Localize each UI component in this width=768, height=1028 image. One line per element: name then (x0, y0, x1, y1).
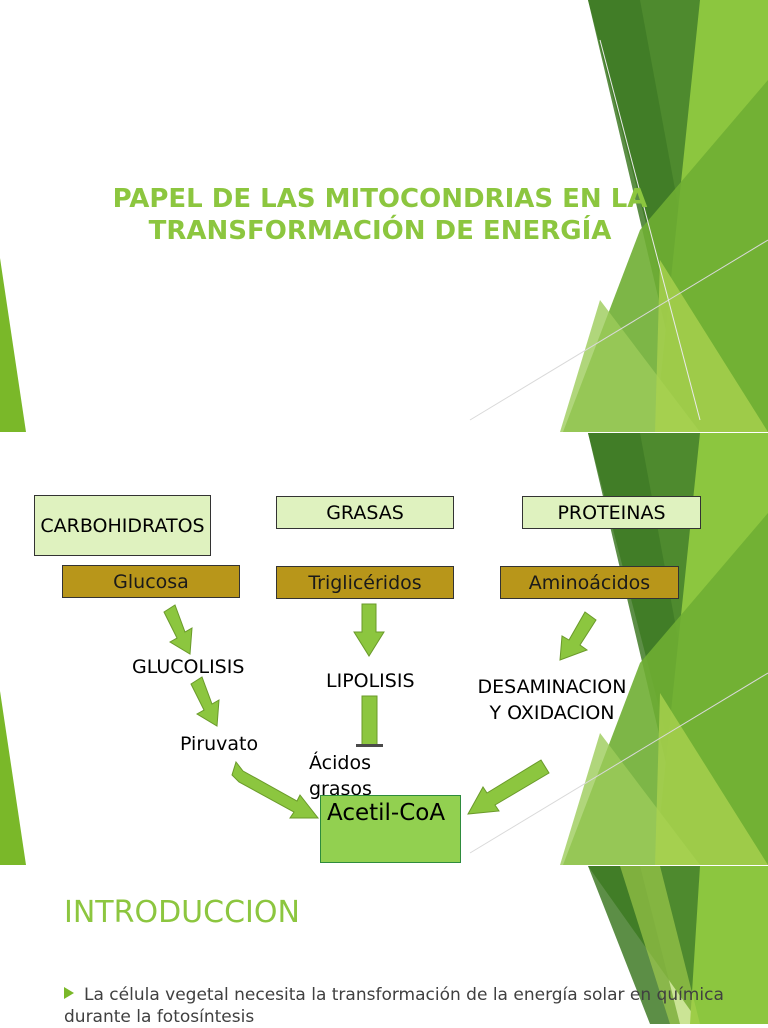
category-proteinas: PROTEINAS (522, 496, 701, 529)
green-facet-decoration (0, 0, 768, 432)
category-carbohidratos-label: CARBOHIDRATOS (40, 514, 205, 537)
process-lipolisis: LIPOLISIS (326, 670, 415, 692)
title-slide: PAPEL DE LAS MITOCONDRIAS EN LA TRANSFOR… (0, 0, 768, 432)
molecule-glucosa: Glucosa (62, 565, 240, 598)
green-facet-decoration (0, 433, 768, 865)
molecule-trigliceridos-label: Triglicéridos (308, 571, 422, 594)
green-facet-decoration (588, 866, 768, 1024)
intermediate-acidos-grasos: Ácidos grasos (309, 752, 372, 800)
process-desaminacion: DESAMINACION Y OXIDACION (477, 676, 627, 724)
category-carbohidratos: CARBOHIDRATOS (34, 495, 211, 556)
process-glucolisis: GLUCOLISIS (132, 656, 245, 678)
intro-bullet: La célula vegetal necesita la transforma… (64, 984, 734, 1028)
product-acetil-coa: Acetil-CoA (320, 795, 461, 863)
product-acetil-coa-label: Acetil-CoA (327, 800, 446, 826)
category-grasas: GRASAS (276, 496, 454, 529)
molecule-glucosa-label: Glucosa (113, 570, 189, 593)
intro-bullet-text: La célula vegetal necesita la transforma… (64, 985, 724, 1027)
molecule-aminoacidos-label: Aminoácidos (528, 571, 651, 594)
intro-slide (0, 866, 768, 1024)
slide-title: PAPEL DE LAS MITOCONDRIAS EN LA TRANSFOR… (112, 184, 648, 246)
molecule-trigliceridos: Triglicéridos (276, 566, 454, 599)
bullet-triangle-icon (64, 987, 74, 999)
molecule-aminoacidos: Aminoácidos (500, 566, 679, 599)
intro-heading: INTRODUCCION (64, 895, 300, 930)
category-proteinas-label: PROTEINAS (557, 501, 666, 524)
category-grasas-label: GRASAS (326, 501, 404, 524)
intermediate-piruvato: Piruvato (180, 733, 259, 755)
